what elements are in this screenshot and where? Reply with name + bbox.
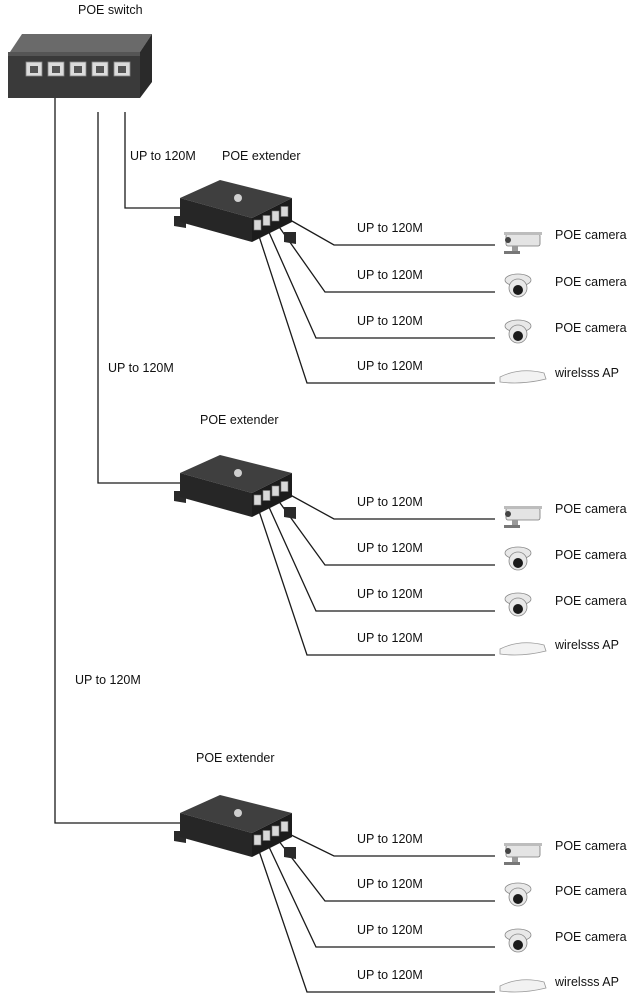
extender-logo-icon xyxy=(234,194,242,202)
link-speed-label: UP to 120M xyxy=(357,221,423,235)
link-speed-label: UP to 120M xyxy=(357,877,423,891)
extender-port xyxy=(262,490,271,501)
output-cable xyxy=(283,830,495,857)
extender-label: POE extender xyxy=(200,413,279,427)
extender-port xyxy=(271,825,280,837)
extender-port xyxy=(262,215,271,226)
dome-camera-icon xyxy=(504,546,532,571)
device-label: wirelsss AP xyxy=(554,366,619,380)
link-speed-label: UP to 120M xyxy=(357,541,423,555)
extender-port xyxy=(253,219,262,231)
poe-extender xyxy=(174,455,296,519)
extender-port xyxy=(280,821,289,832)
device-label: wirelsss AP xyxy=(554,975,619,989)
uplink-cable xyxy=(97,112,180,484)
link-speed-label: UP to 120M xyxy=(357,587,423,601)
uplink-cable xyxy=(124,112,180,209)
bullet-camera-icon xyxy=(504,232,542,254)
device-label: POE camera xyxy=(555,275,627,289)
output-cable xyxy=(283,490,495,520)
bullet-camera-icon xyxy=(504,843,542,865)
link-speed-label: UP to 120M xyxy=(357,495,423,509)
extender-port xyxy=(262,830,271,841)
output-cable xyxy=(274,495,495,566)
output-cable xyxy=(265,500,495,612)
output-cable xyxy=(256,844,495,993)
output-cable xyxy=(256,504,495,656)
poe-extender xyxy=(174,180,296,244)
link-speed-label: UP to 120M xyxy=(357,631,423,645)
extender-port xyxy=(280,206,289,217)
extender-port xyxy=(271,210,280,222)
link-speed-label: UP to 120M xyxy=(357,359,423,373)
dome-camera-icon xyxy=(504,928,532,953)
device-label: POE camera xyxy=(555,321,627,335)
uplink-speed-label: UP to 120M xyxy=(108,361,174,375)
device-label: POE camera xyxy=(555,548,627,562)
dome-camera-icon xyxy=(504,319,532,344)
link-speed-label: UP to 120M xyxy=(357,314,423,328)
link-speed-label: UP to 120M xyxy=(357,923,423,937)
output-cable xyxy=(265,840,495,948)
link-speed-label: UP to 120M xyxy=(357,968,423,982)
device-label: wirelsss AP xyxy=(554,638,619,652)
poe-switch-label: POE switch xyxy=(78,3,143,17)
device-label: POE camera xyxy=(555,884,627,898)
device-label: POE camera xyxy=(555,839,627,853)
device-label: POE camera xyxy=(555,228,627,242)
output-cable xyxy=(283,215,495,246)
link-speed-label: UP to 120M xyxy=(357,832,423,846)
extender-port xyxy=(253,834,262,846)
uplink-speed-label: UP to 120M xyxy=(130,149,196,163)
extender-label: POE extender xyxy=(222,149,301,163)
extender-logo-icon xyxy=(234,809,242,817)
device-label: POE camera xyxy=(555,594,627,608)
extender-logo-icon xyxy=(234,469,242,477)
output-cable xyxy=(256,229,495,384)
access-point-icon xyxy=(499,370,547,384)
device-label: POE camera xyxy=(555,930,627,944)
link-speed-label: UP to 120M xyxy=(357,268,423,282)
device-label: POE camera xyxy=(555,502,627,516)
poe-extender xyxy=(174,795,296,859)
extender-label: POE extender xyxy=(196,751,275,765)
extender-port xyxy=(280,481,289,492)
extender-port xyxy=(271,485,280,497)
dome-camera-icon xyxy=(504,592,532,617)
uplink-cable xyxy=(54,98,180,824)
extender-port xyxy=(253,494,262,506)
poe-switch xyxy=(8,34,152,98)
bullet-camera-icon xyxy=(504,506,542,528)
access-point-icon xyxy=(499,979,547,993)
uplink-speed-label: UP to 120M xyxy=(75,673,141,687)
output-cable xyxy=(274,220,495,293)
access-point-icon xyxy=(499,642,547,656)
dome-camera-icon xyxy=(504,882,532,907)
dome-camera-icon xyxy=(504,273,532,298)
output-cable xyxy=(265,225,495,339)
